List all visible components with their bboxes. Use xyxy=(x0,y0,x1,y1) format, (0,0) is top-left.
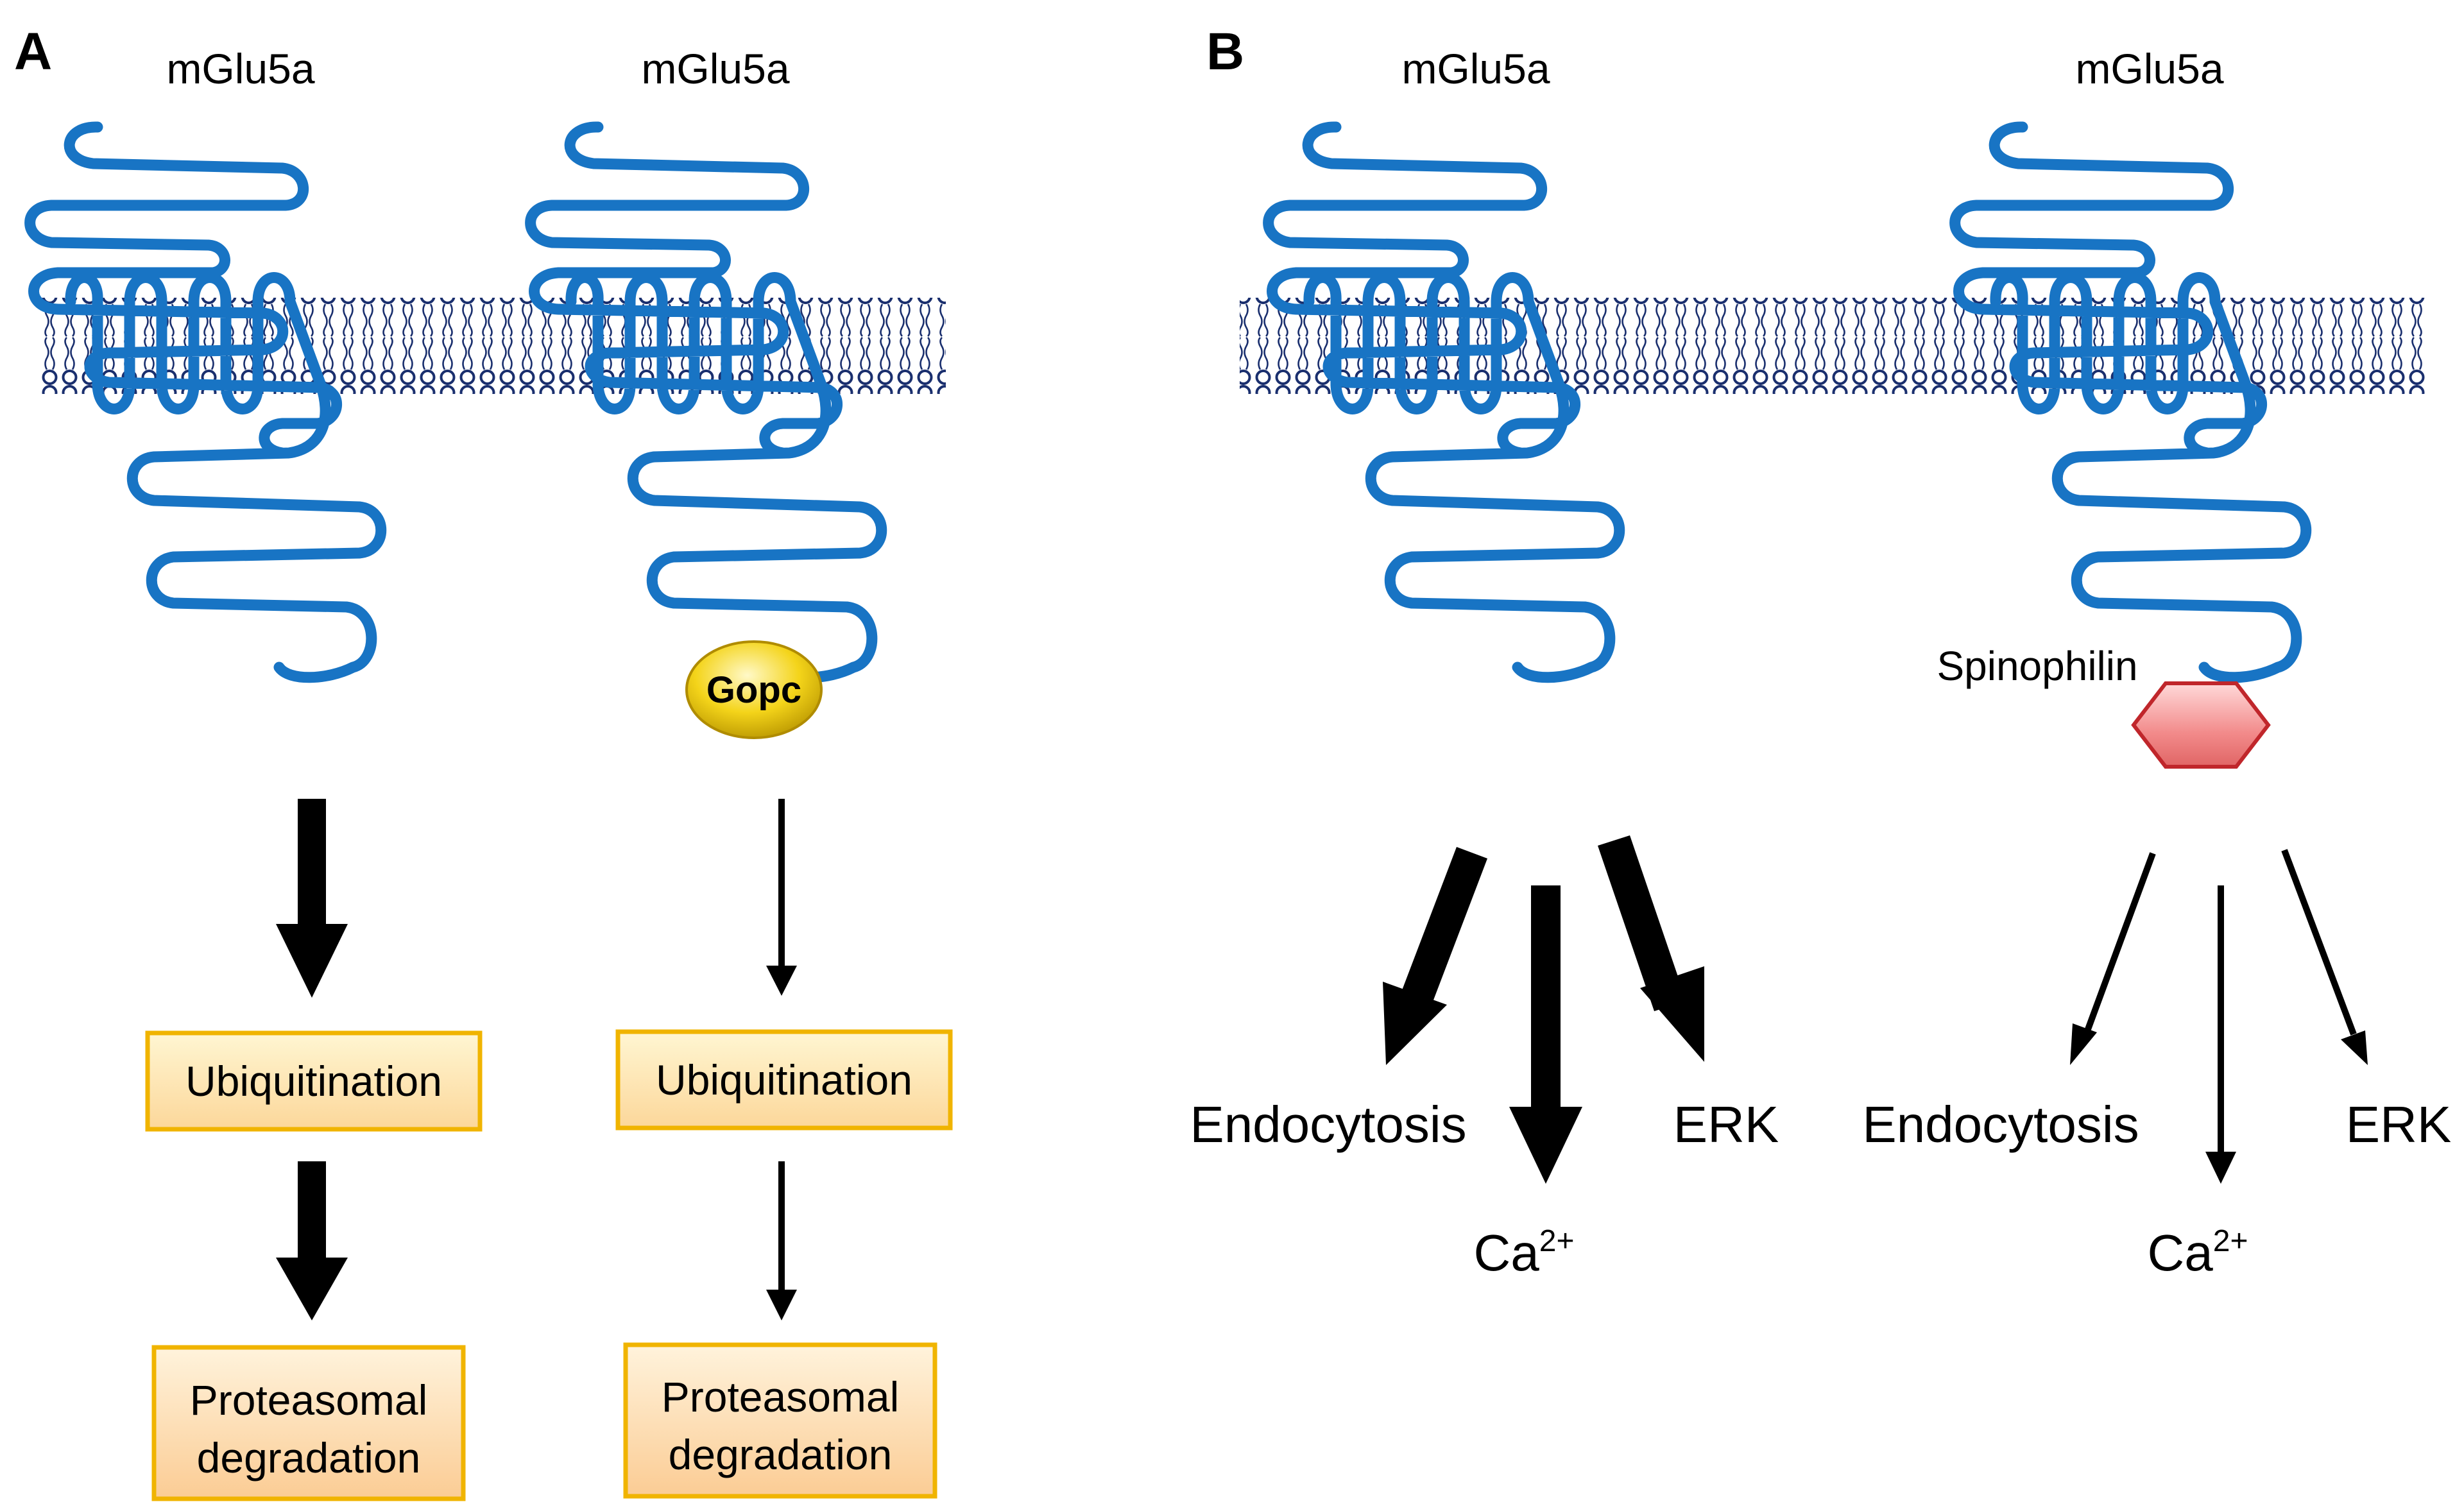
calcium-sup-b-left: 2+ xyxy=(1539,1224,1575,1258)
thick-arrow-a-2 xyxy=(276,1161,348,1320)
gopc-protein: Gopc xyxy=(685,640,823,739)
gopc-label: Gopc xyxy=(706,669,801,711)
calcium-base-b-right: Ca xyxy=(2148,1224,2214,1281)
thick-arrow-b-calcium xyxy=(1509,885,1582,1184)
proteasomal-box-a-right: Proteasomal degradation xyxy=(623,1342,937,1499)
panel-b: B mGlu5a mGlu5a Spinophilin Endocytosis … xyxy=(1190,22,2451,1281)
calcium-sup-b-right: 2+ xyxy=(2213,1224,2248,1258)
thin-arrow-b-endocytosis xyxy=(2070,852,2156,1065)
receptor-a-left xyxy=(30,127,381,678)
degradation-label-a-right: degradation xyxy=(669,1431,893,1478)
thin-arrow-a-2 xyxy=(766,1161,797,1320)
proteasomal-box-a-left: Proteasomal degradation xyxy=(151,1345,466,1501)
receptor-b-left xyxy=(1269,127,1620,678)
erk-label-b-left: ERK xyxy=(1673,1096,1779,1153)
thick-arrow-a-1 xyxy=(276,799,348,998)
thick-arrow-b-erk xyxy=(1598,835,1704,1062)
receptor-label-b-right: mGlu5a xyxy=(2075,45,2223,92)
proteasomal-label-a-left: Proteasomal xyxy=(190,1376,428,1424)
thin-arrow-a-1 xyxy=(766,799,797,996)
calcium-label-b-left: Ca2+ xyxy=(1474,1224,1575,1281)
thin-arrow-b-calcium xyxy=(2205,885,2236,1184)
thick-arrow-b-endocytosis xyxy=(1383,847,1487,1065)
endocytosis-label-b-left: Endocytosis xyxy=(1190,1096,1466,1153)
spinophilin-label: Spinophilin xyxy=(1937,643,2137,689)
ubiquitination-label-a-right: Ubiquitination xyxy=(656,1056,912,1104)
ubiquitination-label-a-left: Ubiquitination xyxy=(185,1057,442,1105)
proteasomal-label-a-right: Proteasomal xyxy=(662,1373,900,1421)
receptor-label-a-left: mGlu5a xyxy=(166,45,314,92)
endocytosis-label-b-right: Endocytosis xyxy=(1862,1096,2139,1153)
spinophilin-protein xyxy=(2131,681,2271,769)
receptor-a-right xyxy=(531,127,882,678)
receptor-label-a-right: mGlu5a xyxy=(641,45,789,92)
calcium-label-b-right: Ca2+ xyxy=(2148,1224,2248,1281)
ubiquitination-box-a-left: Ubiquitination xyxy=(145,1030,483,1132)
receptor-label-b-left: mGlu5a xyxy=(1401,45,1550,92)
panel-b-letter: B xyxy=(1206,22,1244,81)
calcium-base-b-left: Ca xyxy=(1474,1224,1540,1281)
panel-a: A mGlu5a mGlu5a Gopc xyxy=(14,22,953,1501)
ubiquitination-box-a-right: Ubiquitination xyxy=(615,1029,953,1131)
receptor-b-right xyxy=(1955,127,2306,678)
erk-label-b-right: ERK xyxy=(2346,1096,2452,1153)
degradation-label-a-left: degradation xyxy=(197,1434,421,1481)
panel-a-letter: A xyxy=(14,22,52,81)
thin-arrow-b-erk xyxy=(2281,849,2368,1065)
